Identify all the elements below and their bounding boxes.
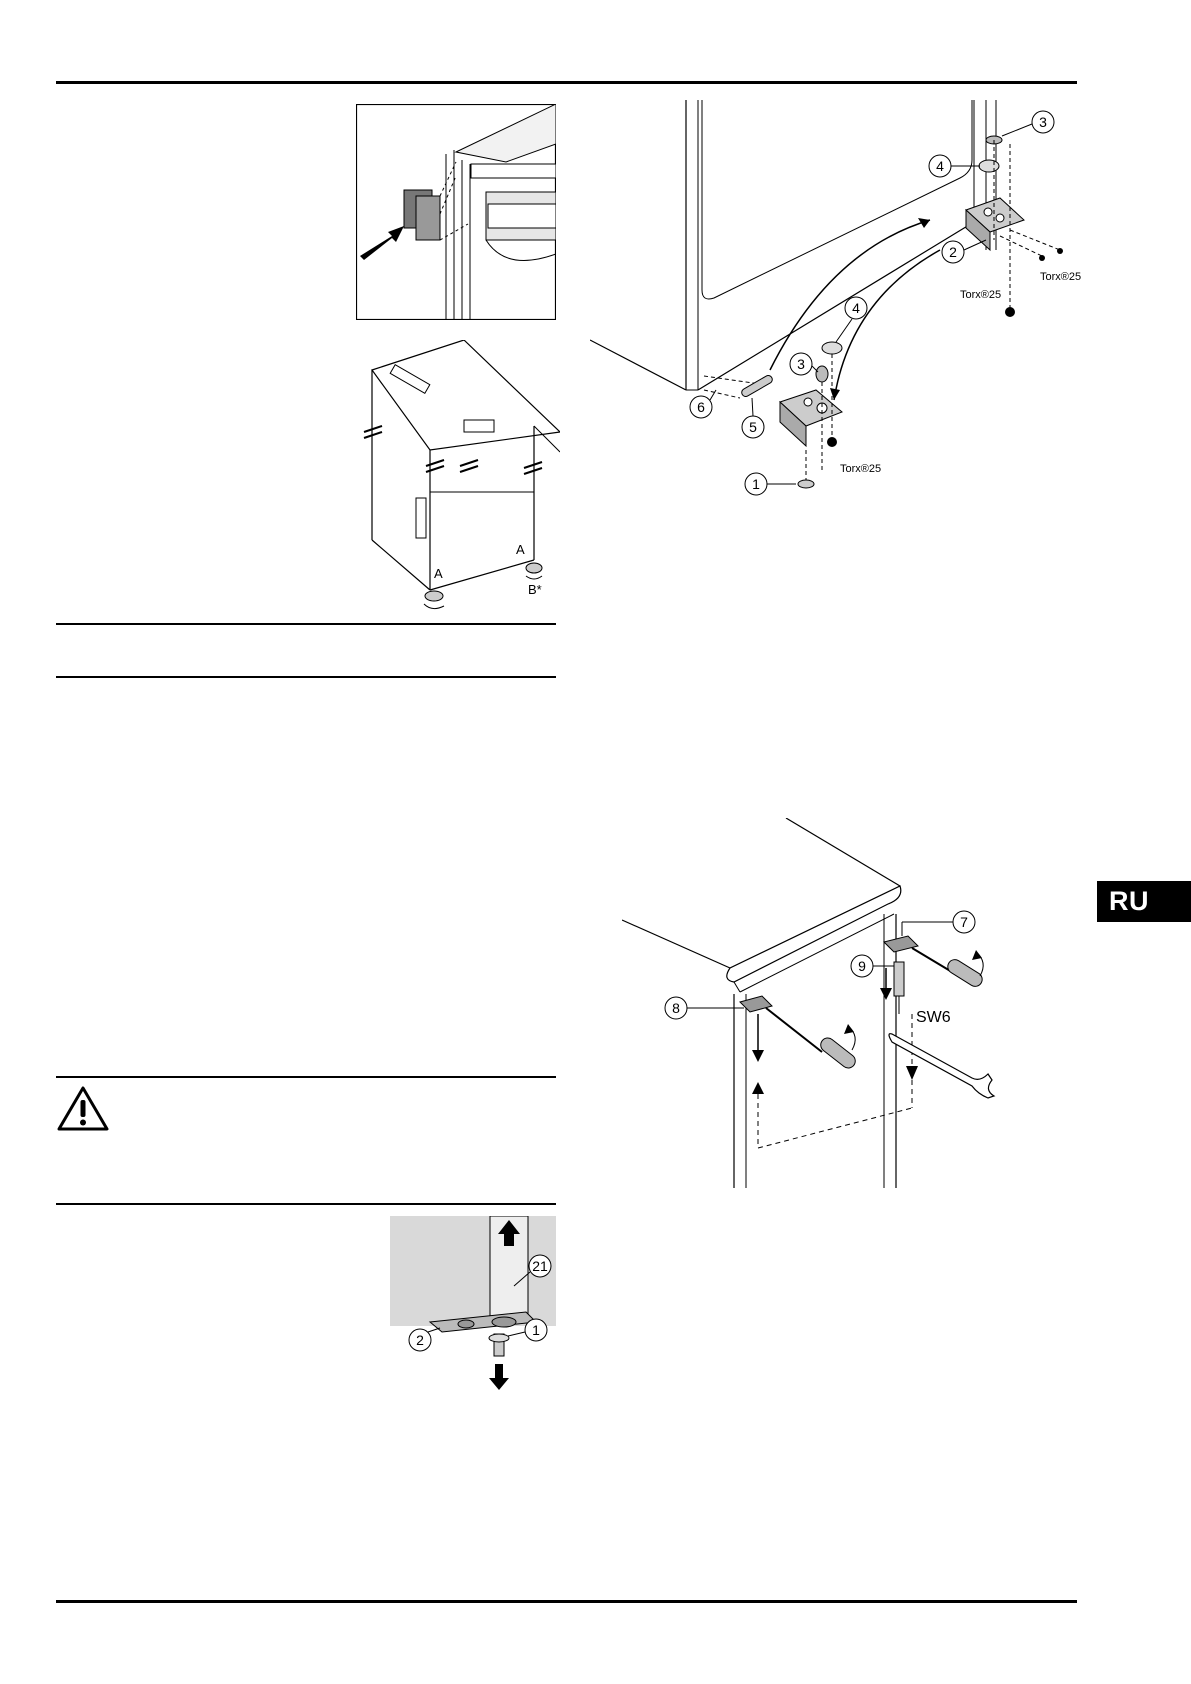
- svg-text:2: 2: [416, 1332, 424, 1348]
- section-rule-2: [56, 676, 556, 678]
- callout-2: 2: [941, 239, 987, 264]
- warning-icon: [56, 1085, 110, 1138]
- callout-4-top: 4: [928, 154, 980, 178]
- callout-5: 5: [741, 397, 765, 439]
- callout-21: 21: [513, 1254, 552, 1287]
- svg-text:3: 3: [1039, 114, 1047, 130]
- callout-6: 6: [689, 389, 717, 419]
- handle-attachment-figure: [356, 104, 556, 320]
- svg-text:8: 8: [672, 1000, 680, 1016]
- svg-text:9: 9: [858, 958, 866, 974]
- svg-text:21: 21: [532, 1258, 548, 1274]
- hinge-swap-figure: 3 4 2 Torx®25 Torx®25 4 3 6: [590, 100, 1110, 500]
- warning-rule-top: [56, 1076, 556, 1078]
- torx-label-bottom: Torx®25: [840, 463, 881, 475]
- svg-text:6: 6: [697, 399, 705, 415]
- svg-text:1: 1: [532, 1322, 540, 1338]
- svg-text:3: 3: [797, 356, 805, 372]
- warning-rule-bottom: [56, 1203, 556, 1205]
- callout-4-bottom: 4: [835, 296, 868, 343]
- top-cover-figure: 7 9 8 SW6: [622, 818, 1042, 1188]
- label-a-left: A: [434, 566, 443, 581]
- callout-1-foot: 1: [507, 1318, 548, 1342]
- foot-removal-figure: 21 2 1: [390, 1216, 560, 1396]
- callout-7: 7: [901, 910, 976, 936]
- section-rule-1: [56, 623, 556, 625]
- label-b: B*: [528, 582, 542, 597]
- footer-rule: [56, 1600, 1077, 1603]
- callout-9: 9: [850, 954, 894, 978]
- svg-text:2: 2: [949, 244, 957, 260]
- svg-text:5: 5: [749, 419, 757, 435]
- callout-3-top: 3: [1001, 110, 1055, 137]
- callout-1: 1: [744, 472, 796, 496]
- callout-2-foot: 2: [408, 1327, 441, 1352]
- svg-text:7: 7: [960, 914, 968, 930]
- svg-text:4: 4: [852, 300, 860, 316]
- language-tab: RU: [1097, 881, 1191, 922]
- torx-label-right-a: Torx®25: [1040, 271, 1081, 283]
- torx-label-right-b: Torx®25: [960, 289, 1001, 301]
- header-rule: [56, 81, 1077, 84]
- callout-3-bottom: 3: [789, 352, 819, 376]
- language-tab-label: RU: [1109, 886, 1149, 916]
- label-a-right: A: [516, 542, 525, 557]
- svg-text:4: 4: [936, 158, 944, 174]
- callout-8: 8: [664, 996, 744, 1020]
- wrench-size-label: SW6: [916, 1009, 951, 1026]
- cabinet-levelling-figure: A A B*: [360, 340, 560, 620]
- svg-text:1: 1: [752, 476, 760, 492]
